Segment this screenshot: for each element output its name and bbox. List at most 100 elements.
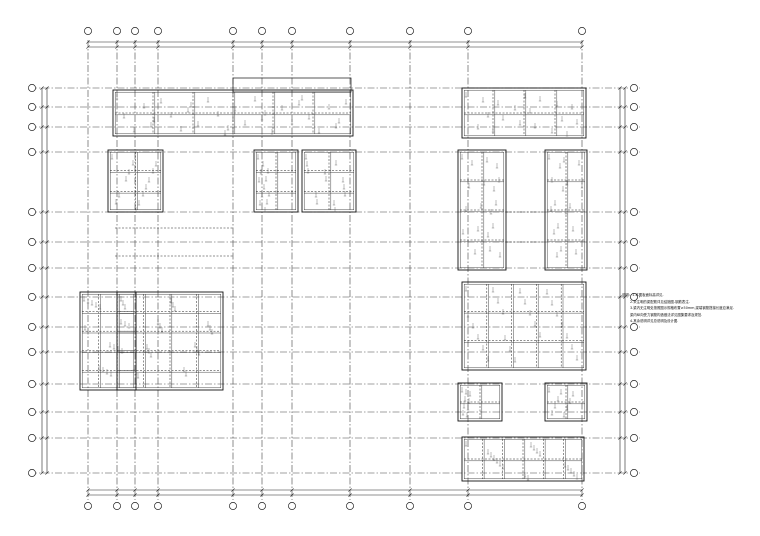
dimension-tick [618,210,622,214]
dimension-tick [260,493,264,497]
dimension-tick [348,45,352,49]
dimension-tick [618,382,622,386]
dimension-tick [618,86,622,90]
beam-frame-right-bottom [461,436,585,482]
dimension-tick [45,266,49,270]
beam-frames [79,77,588,482]
dimension-tick [86,40,90,44]
dimension-tick [618,150,622,154]
dimension-tick [231,493,235,497]
dimension-tick [623,410,627,414]
dimension-tick [408,493,412,497]
dimension-tick [40,410,44,414]
axis-bubble-left [28,148,36,156]
dimension-tick [623,210,627,214]
dimension-tick [623,382,627,386]
axis-bubble-right [630,208,638,216]
dimension-tick [618,471,622,475]
dimension-tick [260,45,264,49]
frame-outline [301,149,357,213]
dimension-tick [45,471,49,475]
dimension-tick [45,295,49,299]
axis-bubble-right [630,148,638,156]
axis-bubble-left [28,293,36,301]
dimension-tick [231,40,235,44]
beam-frame-middle-b [301,149,357,213]
note-line-3: 3.梁内无注明处按照图示规格布置≥50mm,梁端钢筋搭接长度应满足. [630,306,734,310]
dimension-tick [86,493,90,497]
dimension-tick [133,45,137,49]
axis-bubble-right [630,293,638,301]
dimension-tick [348,493,352,497]
beam-frame-left-lower-a [79,291,137,391]
dimension-tick [618,350,622,354]
axis-bubble-top [258,27,266,35]
frame-outline [461,436,585,482]
dimension-tick [231,488,235,492]
axis-bubble-top [229,27,237,35]
dimension-tick [408,488,412,492]
axis-bubble-right [630,348,638,356]
axis-bubble-right [630,238,638,246]
dimension-tick [45,150,49,154]
dimension-tick [45,410,49,414]
dimension-tick [623,150,627,154]
note-line-2: 2.未注明的梁配筋详见结施图-钢筋表注. [630,299,690,304]
dimension-tick [40,266,44,270]
dimension-tick [40,240,44,244]
dimension-tick [40,86,44,90]
beam-frame-left-upper [107,149,164,213]
dimension-tick [623,240,627,244]
dimension-tick [408,40,412,44]
axis-bubble-right [630,123,638,131]
note-line-1: 说明：1.本图板面标高详见. [622,293,664,297]
dimension-tick [40,325,44,329]
note-line-5: 4.其余说明详见总说明及设计图. [630,319,679,323]
axis-bubble-left [28,208,36,216]
dimension-tick [45,325,49,329]
axis-bubbles [28,27,638,510]
dimension-tick [623,105,627,109]
dimension-tick [290,488,294,492]
dimension-tick [290,40,294,44]
roof-outline [232,77,352,93]
beam-frame-right-tall-b [544,149,588,271]
dimension-tick [40,382,44,386]
axis-bubble-top [578,27,586,35]
dimension-tick [623,350,627,354]
dimension-tick [115,493,119,497]
horizontal-axis-lines [30,87,640,474]
axis-bubble-left [28,323,36,331]
dimension-tick [156,493,160,497]
dimension-tick [40,105,44,109]
dimension-tick [580,493,584,497]
dimension-tick [408,45,412,49]
dimension-lines [40,40,627,497]
dimension-tick [45,240,49,244]
frame-outline [116,291,224,391]
axis-bubble-bottom [464,502,472,510]
axis-bubble-left [28,238,36,246]
dimension-tick [580,45,584,49]
axis-bubble-bottom [84,502,92,510]
dimension-tick [618,266,622,270]
dimension-tick [115,488,119,492]
dimension-tick [40,150,44,154]
dimension-tick [466,493,470,497]
axis-bubble-right [630,434,638,442]
dimension-tick [45,210,49,214]
dimension-tick [40,471,44,475]
axis-bubble-right [630,408,638,416]
dimension-tick [45,350,49,354]
dimension-tick [580,40,584,44]
dimension-tick [623,471,627,475]
axis-bubble-bottom [113,502,121,510]
dimension-tick [623,295,627,299]
dimension-tick [86,45,90,49]
axis-bubble-left [28,103,36,111]
axis-bubble-left [28,408,36,416]
axis-bubble-right [630,84,638,92]
dimension-tick [156,45,160,49]
frame-outline [457,149,507,271]
